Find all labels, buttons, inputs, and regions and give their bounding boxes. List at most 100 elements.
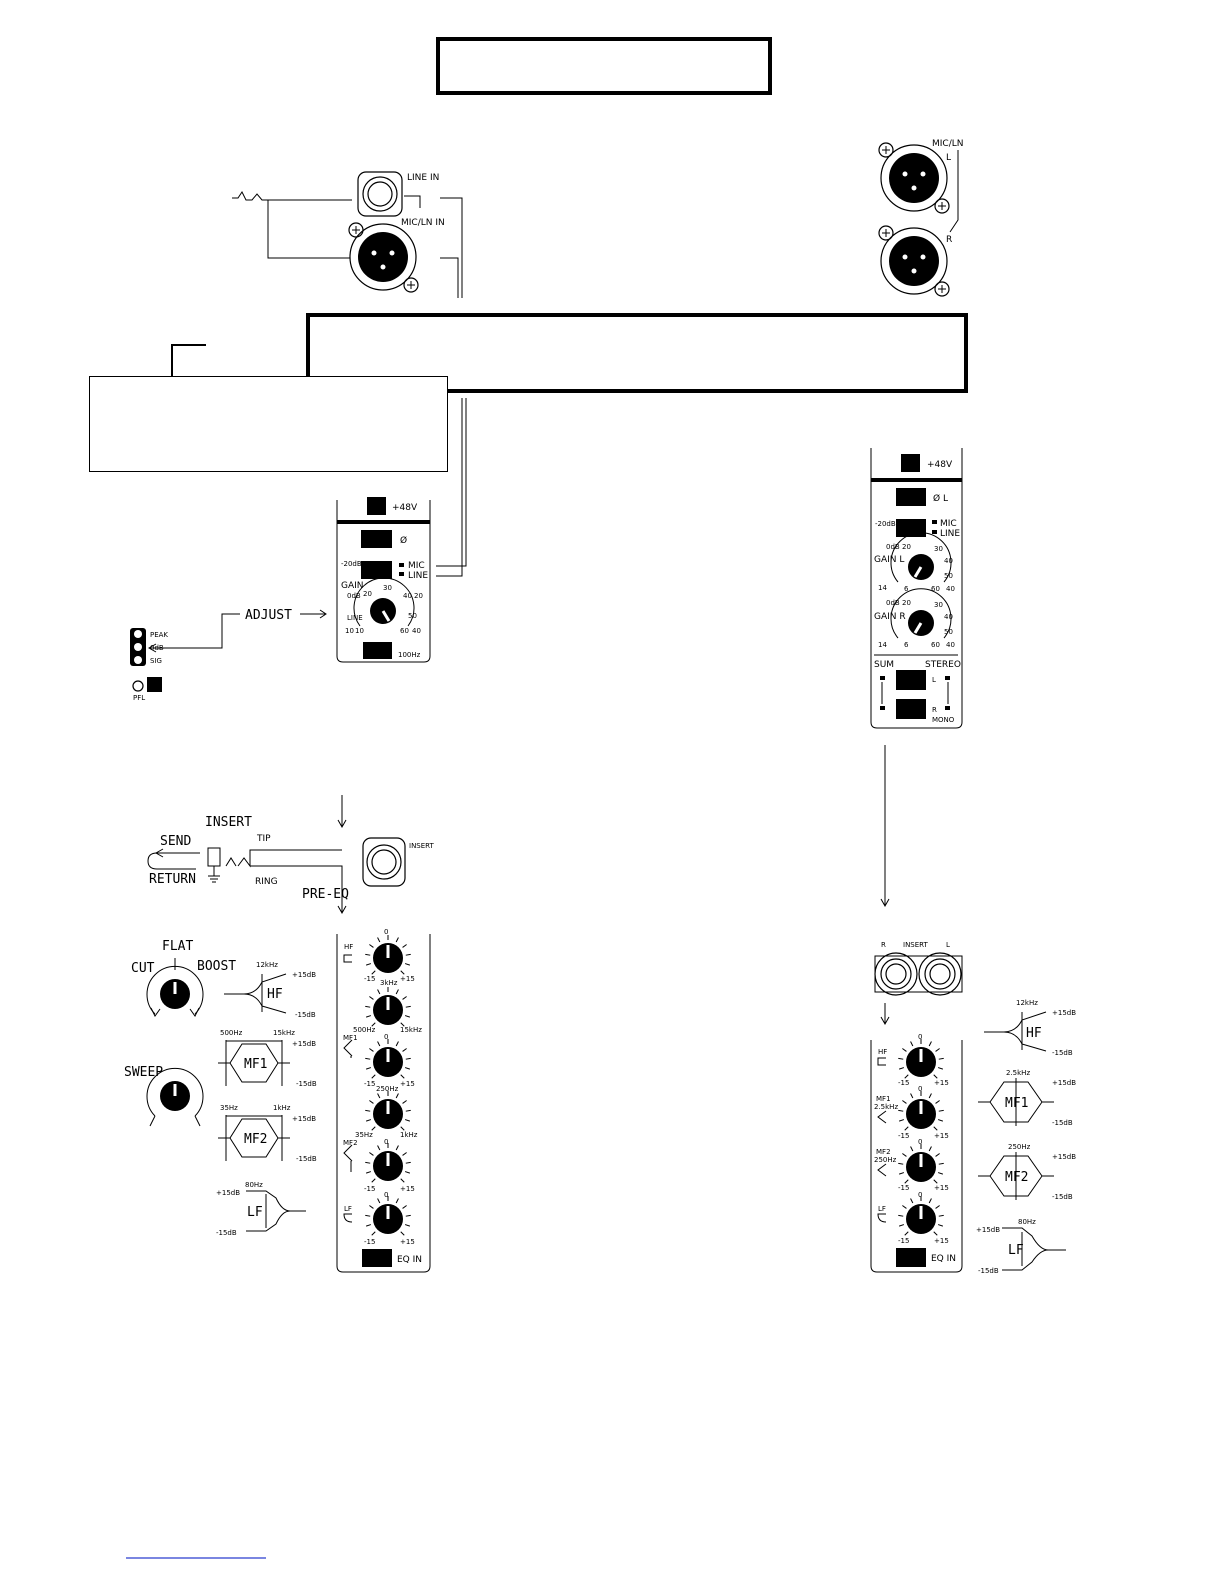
knob-tick bbox=[402, 1152, 407, 1156]
stereo-eq-panel: HF 0 -15 +15 MF1 2.5kHz 0 -15 +15 MF2 25… bbox=[870, 1033, 963, 1273]
stereo-eq-knob-3[interactable] bbox=[898, 1144, 944, 1184]
gain-label: GAIN bbox=[341, 581, 364, 591]
knob-tick bbox=[395, 937, 399, 943]
knob-tick bbox=[904, 1179, 909, 1184]
svg-text:MF2: MF2 bbox=[244, 1132, 267, 1147]
svg-text:10: 10 bbox=[345, 627, 354, 635]
note-box bbox=[89, 376, 448, 472]
pfl-switch bbox=[147, 677, 162, 692]
svg-text:35Hz: 35Hz bbox=[220, 1104, 238, 1112]
mono-eq-knob-1[interactable] bbox=[365, 935, 411, 975]
mono-eq-knob-6[interactable] bbox=[365, 1196, 411, 1236]
knob-tick bbox=[404, 1067, 411, 1070]
line-label: LINE bbox=[408, 571, 428, 581]
mono-eq-in-switch bbox=[362, 1249, 392, 1267]
svg-text:+15dB: +15dB bbox=[292, 1040, 316, 1048]
svg-text:20: 20 bbox=[414, 592, 423, 600]
mono-eq-knob-2[interactable] bbox=[365, 987, 411, 1027]
svg-text:+15: +15 bbox=[934, 1079, 949, 1087]
stereo-eq-knob-1[interactable] bbox=[898, 1039, 944, 1079]
mic-label: MIC bbox=[408, 561, 425, 571]
svg-text:MF2: MF2 bbox=[876, 1148, 891, 1156]
svg-text:40: 40 bbox=[946, 585, 955, 593]
mono-eq-knob-3[interactable] bbox=[365, 1039, 411, 1079]
svg-text:+15: +15 bbox=[400, 1185, 415, 1193]
svg-text:FLAT: FLAT bbox=[162, 939, 193, 954]
svg-text:14: 14 bbox=[878, 641, 887, 649]
knob-tick bbox=[933, 1126, 938, 1131]
svg-text:0: 0 bbox=[384, 1191, 388, 1199]
knob-tick bbox=[371, 970, 376, 975]
insert-l-jack-icon bbox=[918, 952, 962, 996]
gain-r-knob[interactable] bbox=[908, 610, 934, 636]
knob-tick bbox=[898, 1057, 904, 1060]
svg-text:TIP: TIP bbox=[256, 834, 271, 844]
mono-eq-panel: HF 0 -15 +15 3kHz 500Hz 15kHz MF1 0 -15 … bbox=[336, 928, 431, 1273]
sweep-knob-icon bbox=[146, 1067, 204, 1127]
svg-text:+15dB: +15dB bbox=[292, 1115, 316, 1123]
svg-text:2.5kHz: 2.5kHz bbox=[1006, 1069, 1030, 1077]
knob-tick bbox=[395, 1093, 399, 1099]
gain-l-knob[interactable] bbox=[908, 554, 934, 580]
svg-text:40: 40 bbox=[944, 557, 953, 565]
knob-tick bbox=[404, 1015, 411, 1018]
svg-text:SWEEP: SWEEP bbox=[124, 1065, 163, 1080]
knob-tick bbox=[904, 1231, 909, 1236]
gain-knob[interactable] bbox=[370, 598, 396, 624]
knob-tick bbox=[902, 1100, 907, 1104]
svg-text:-15dB: -15dB bbox=[1052, 1193, 1073, 1201]
knob-tick bbox=[898, 1109, 904, 1112]
mono-eq-knob-5[interactable] bbox=[365, 1143, 411, 1183]
knob-tick bbox=[377, 989, 381, 995]
mono-input-connectors: LINE IN MIC/LN IN bbox=[232, 171, 463, 298]
svg-text:500Hz: 500Hz bbox=[220, 1029, 243, 1037]
svg-text:Ø L: Ø L bbox=[933, 493, 948, 504]
svg-text:35Hz: 35Hz bbox=[355, 1131, 373, 1139]
svg-text:-15: -15 bbox=[364, 975, 375, 983]
svg-text:HF: HF bbox=[1026, 1026, 1042, 1041]
knob-tick bbox=[928, 1198, 932, 1204]
cut-boost-knob-icon bbox=[146, 965, 204, 1017]
svg-text:PEAK: PEAK bbox=[150, 631, 168, 639]
svg-text:0: 0 bbox=[384, 1033, 388, 1041]
line-in-label: LINE IN bbox=[407, 173, 439, 183]
knob-tick bbox=[377, 1145, 381, 1151]
svg-text:15kHz: 15kHz bbox=[273, 1029, 295, 1037]
svg-text:-15dB: -15dB bbox=[978, 1267, 999, 1275]
svg-text:12kHz: 12kHz bbox=[256, 961, 278, 969]
svg-text:MONO: MONO bbox=[932, 716, 955, 724]
svg-text:EQ IN: EQ IN bbox=[397, 1255, 422, 1265]
knob-tick bbox=[369, 1048, 374, 1052]
svg-text:-15: -15 bbox=[898, 1132, 909, 1140]
svg-text:10: 10 bbox=[355, 627, 364, 635]
knob-tick bbox=[365, 1171, 372, 1174]
knob-tick bbox=[898, 1067, 905, 1070]
knob-tick bbox=[365, 1057, 371, 1060]
svg-text:MF1: MF1 bbox=[343, 1034, 358, 1042]
knob-tick bbox=[910, 1146, 914, 1152]
insert-section: INSERT SEND RETURN TIP RING PRE-EQ INSER… bbox=[147, 795, 435, 915]
knob-tick bbox=[369, 996, 374, 1000]
phase-switch bbox=[361, 530, 392, 548]
svg-text:40: 40 bbox=[412, 627, 421, 635]
knob-tick bbox=[405, 1214, 411, 1217]
knob-tick bbox=[935, 1100, 940, 1104]
knob-tick bbox=[365, 1161, 371, 1164]
svg-text:0dB: 0dB bbox=[150, 644, 164, 652]
stereo-eq-knob-4[interactable] bbox=[898, 1196, 944, 1236]
svg-text:+48V: +48V bbox=[927, 460, 953, 470]
svg-text:0: 0 bbox=[918, 1033, 922, 1041]
insert-heading: INSERT bbox=[205, 815, 252, 830]
svg-text:40: 40 bbox=[403, 592, 412, 600]
mic-ln-in-label: MIC/LN IN bbox=[401, 218, 445, 228]
svg-text:250Hz: 250Hz bbox=[1008, 1143, 1031, 1151]
gain-l-label: GAIN L bbox=[874, 555, 904, 565]
knob-tick bbox=[377, 1041, 381, 1047]
knob-tick bbox=[404, 1171, 411, 1174]
svg-text:MF2: MF2 bbox=[343, 1139, 358, 1147]
svg-text:HF: HF bbox=[878, 1048, 887, 1056]
knob-tick bbox=[904, 1126, 909, 1131]
stereo-eq-knob-2[interactable] bbox=[898, 1091, 944, 1131]
svg-text:60: 60 bbox=[931, 641, 940, 649]
mono-eq-knob-4[interactable] bbox=[365, 1091, 411, 1131]
